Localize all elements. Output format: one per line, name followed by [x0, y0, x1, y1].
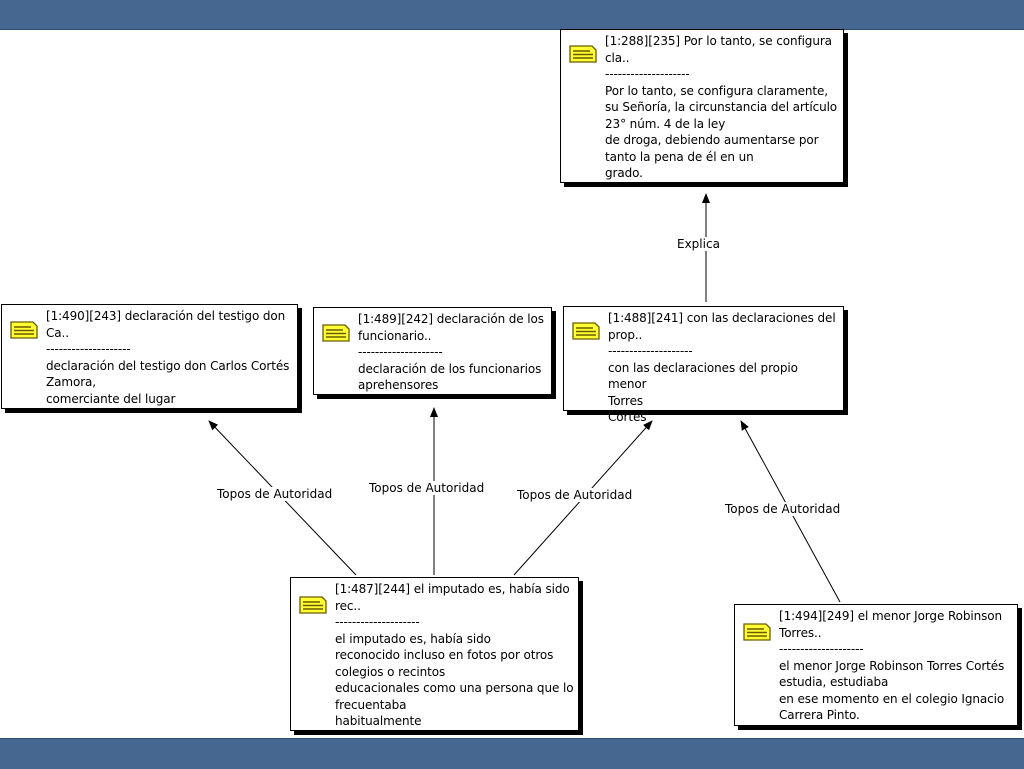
node-1-288[interactable]: [1:288][235] Por lo tanto, se configura …: [560, 29, 844, 183]
node-text: [1:489][242] declaración de los funciona…: [358, 312, 544, 392]
memo-note-icon: [743, 623, 771, 641]
node-1-494[interactable]: [1:494][249] el menor Jorge Robinson Tor…: [734, 604, 1018, 726]
edge-label-topos-2: Topos de Autoridad: [367, 481, 487, 495]
node-text: [1:490][243] declaración del testigo don…: [46, 309, 290, 406]
memo-note-icon: [572, 322, 600, 340]
memo-note-icon: [10, 321, 38, 339]
node-text: [1:494][249] el menor Jorge Robinson Tor…: [779, 609, 1005, 722]
node-1-490[interactable]: [1:490][243] declaración del testigo don…: [1, 304, 298, 409]
node-text: [1:487][244] el imputado es, había sido …: [335, 582, 574, 728]
memo-note-icon: [322, 324, 350, 342]
edge-label-topos-4: Topos de Autoridad: [723, 502, 843, 516]
node-text: [1:288][235] Por lo tanto, se configura …: [605, 34, 838, 180]
node-1-489[interactable]: [1:489][242] declaración de los funciona…: [313, 307, 552, 395]
bottom-band: [0, 738, 1024, 769]
top-band: [0, 0, 1024, 30]
edge-label-topos-3: Topos de Autoridad: [515, 488, 635, 502]
memo-note-icon: [299, 596, 327, 614]
node-1-488[interactable]: [1:488][241] con las declaraciones del p…: [563, 306, 844, 424]
node-text: [1:488][241] con las declaraciones del p…: [608, 311, 836, 424]
edge-label-explica: Explica: [675, 237, 722, 251]
edge-label-topos-1: Topos de Autoridad: [215, 487, 335, 501]
memo-note-icon: [569, 45, 597, 63]
node-1-487[interactable]: [1:487][244] el imputado es, había sido …: [290, 577, 579, 731]
